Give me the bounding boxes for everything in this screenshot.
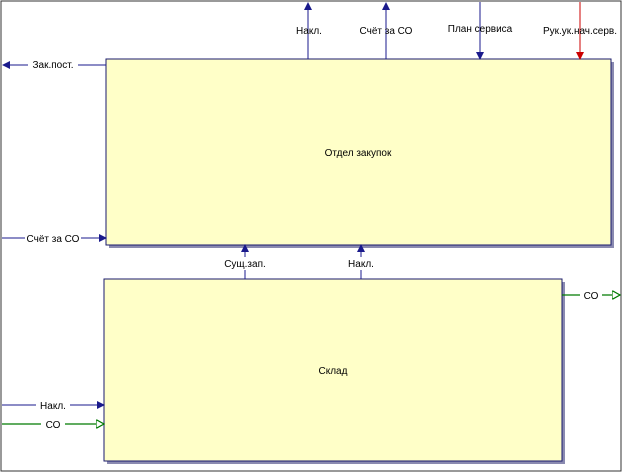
arrow-out-zak-label: Зак.пост.: [33, 60, 74, 71]
arrow-in-co[interactable]: СО: [2, 418, 104, 431]
arrow-nakl-up-label: Накл.: [348, 259, 374, 270]
arrow-out-zak[interactable]: Зак.пост.: [2, 58, 106, 71]
arrow-in-co-label: СО: [46, 420, 61, 431]
arrow-in-plan-label: План сервиса: [448, 24, 513, 35]
arrow-in-ruk-label: Рук.ук.нач.серв.: [543, 26, 617, 37]
box-purchasing[interactable]: Отдел закупок: [105, 58, 614, 248]
arrow-sushch-zap[interactable]: Сущ.зап.: [223, 244, 267, 279]
box-warehouse-title: Склад: [319, 366, 348, 377]
arrow-out-schet-top-label: Счёт за СО: [360, 26, 413, 37]
arrow-sushch-zap-label: Сущ.зап.: [224, 259, 266, 270]
arrow-in-nakl[interactable]: Накл.: [2, 398, 105, 412]
arrow-in-nakl-label: Накл.: [40, 401, 66, 412]
arrow-in-schet[interactable]: Счёт за СО: [2, 231, 107, 245]
arrow-out-co[interactable]: СО: [562, 289, 620, 302]
arrow-out-nakl-label: Накл.: [296, 26, 322, 37]
box-purchasing-body: [105, 58, 612, 246]
arrow-in-plan[interactable]: План сервиса: [448, 2, 513, 60]
arrow-out-co-label: СО: [584, 291, 599, 302]
box-warehouse[interactable]: Склад: [103, 278, 565, 464]
box-warehouse-body: [103, 278, 563, 462]
box-purchasing-title: Отдел закупок: [325, 148, 392, 159]
arrow-out-schet-top[interactable]: Счёт за СО: [360, 2, 413, 59]
arrow-in-ruk[interactable]: Рук.ук.нач.серв.: [543, 2, 617, 60]
arrow-in-schet-label: Счёт за СО: [27, 234, 80, 245]
arrow-out-nakl[interactable]: Накл.: [296, 2, 322, 59]
arrow-nakl-up[interactable]: Накл.: [344, 244, 378, 279]
